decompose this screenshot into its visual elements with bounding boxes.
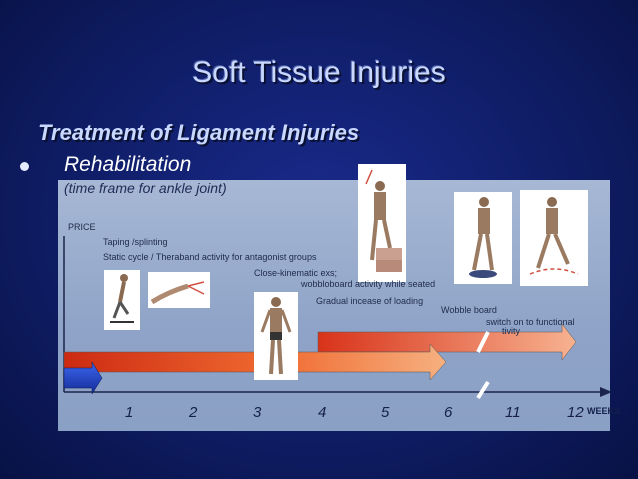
theraband-illustration [148,272,210,308]
cyclist-illustration [104,270,140,330]
timeline-panel [58,180,610,431]
label-close-kinematic: Close-kinematic exs; [254,268,338,278]
axis-tick-label: 5 [381,404,390,421]
axis-tick-label: 4 [318,404,327,421]
label-taping: Taping /splinting [103,237,168,247]
axis-break-mark [476,331,490,353]
label-functional-cont: tivity [502,326,520,336]
label-price: PRICE [68,222,96,232]
label-wobble-board: Wobble board [441,305,497,315]
stepup-illustration [358,164,406,282]
running-illustration [520,190,588,286]
bullet-text: Rehabilitation [64,153,192,176]
slide-title: Soft Tissue Injuries [192,56,446,89]
standing-man-illustration [254,292,298,380]
label-functional: switch on to functional [486,317,575,327]
slide-subtitle: Treatment of Ligament Injuries [38,120,360,145]
axis-tick-label: 2 [189,404,198,421]
axis-arrowhead [600,387,612,397]
timeframe-note: (time frame for ankle joint) [64,180,227,196]
wobble-board-illustration [454,192,512,284]
label-gradual-loading: Gradual incease of loading [316,296,424,306]
axis-tick-label: 11 [505,404,521,421]
label-wobbleboard-seated: wobbloboard activity while seated [301,279,436,289]
bullet-icon [20,162,29,171]
axis-tick-label: 12 [567,404,584,421]
axis-tick-label: 3 [253,404,262,421]
arrow-blue [63,361,103,395]
axis-unit-label: WEEKS [587,406,621,416]
axis-break-mark [476,380,490,400]
axis-tick-label: 6 [444,404,453,421]
label-static-cycle: Static cycle / Theraband activity for an… [103,252,317,262]
axis-tick-label: 1 [125,404,134,421]
